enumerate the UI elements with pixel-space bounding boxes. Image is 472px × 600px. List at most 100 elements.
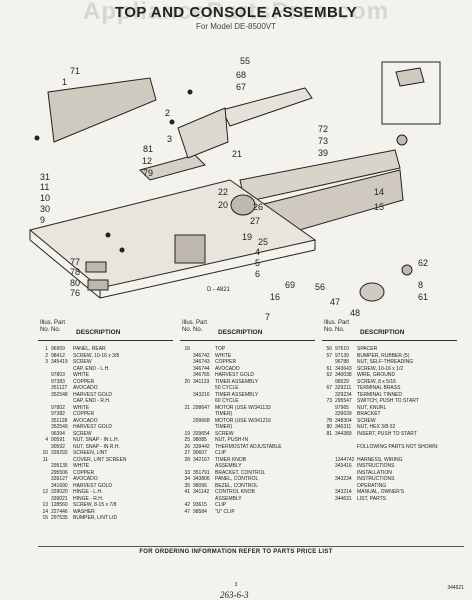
illus-number: 14 bbox=[42, 508, 48, 515]
part-description: SPACER bbox=[357, 346, 378, 352]
callout: 22 bbox=[218, 187, 228, 197]
part-description: NUT, PUSH-IN bbox=[215, 437, 249, 443]
part-number: 97965 bbox=[335, 404, 349, 411]
callout: 2 bbox=[165, 108, 170, 118]
part-number: 96529 bbox=[335, 378, 349, 385]
part-description: AVOCADO bbox=[73, 476, 98, 482]
part-description: COPPER bbox=[215, 359, 237, 365]
part-number: 343643 bbox=[335, 365, 352, 372]
callout: 15 bbox=[374, 202, 384, 212]
illus-number: 80 bbox=[326, 424, 332, 430]
illus-number: 67 bbox=[326, 385, 332, 391]
part-number: 97803 bbox=[51, 372, 65, 378]
part-description: LIST, PARTS bbox=[357, 495, 386, 502]
part-number: 341142 bbox=[193, 489, 210, 495]
part-description: BRACKET, CONTROL bbox=[215, 469, 266, 476]
part-number: 90607 bbox=[193, 450, 207, 456]
table-row: CAP, END - L.H. bbox=[38, 366, 180, 373]
part-description: NUT, SNAP - IN L.H. bbox=[73, 437, 120, 443]
illus-number: 61 bbox=[326, 365, 332, 372]
illus-number: 1 bbox=[45, 346, 48, 352]
table-row: OPERATING bbox=[322, 483, 464, 490]
part-description: INSERT, PUSH TO START bbox=[357, 430, 417, 437]
part-number: 97382 bbox=[51, 411, 65, 417]
callout: 10 bbox=[40, 193, 50, 203]
column-header: Illus. Part No. No. DESCRIPTION bbox=[38, 320, 180, 346]
column-header: Illus. Part No. No. DESCRIPTION bbox=[322, 320, 464, 346]
page-title: TOP AND CONSOLE ASSEMBLY bbox=[114, 4, 358, 21]
part-description: PANEL, CONTROL bbox=[215, 476, 259, 482]
part-number: 343216 bbox=[193, 391, 210, 398]
table-row: INSTALLATION bbox=[322, 470, 464, 477]
part-description: HARVEST GOLD bbox=[73, 424, 112, 430]
illus-number: 81 bbox=[326, 430, 332, 437]
callout: 25 bbox=[258, 237, 268, 247]
part-number: 346743 bbox=[193, 359, 210, 365]
part-number: 97139 bbox=[335, 352, 349, 359]
part-description: WHITE bbox=[73, 463, 90, 469]
illus-number: 21 bbox=[184, 404, 190, 411]
part-number: 96394 bbox=[51, 430, 65, 437]
model-subtitle: For Model DE-8500VT bbox=[195, 22, 277, 31]
table-row: 339127 AVOCADO bbox=[38, 476, 180, 483]
callout: 48 bbox=[350, 308, 360, 318]
part-number: 98584 bbox=[193, 508, 207, 515]
switch-part bbox=[396, 134, 408, 146]
part-description: THERMOSTAT ADJUSTABLE bbox=[215, 443, 282, 450]
table-row: FOLLOWING PARTS NOT SHOWN: bbox=[322, 444, 464, 451]
part-description: TIMER KNOB bbox=[215, 456, 247, 463]
illus-number: 13 bbox=[42, 502, 48, 508]
part-description: SCREW, 10-16 x 1/2 bbox=[357, 365, 404, 372]
callout: 80 bbox=[70, 278, 80, 288]
illus-number: 20 bbox=[184, 378, 190, 385]
sheet-number: 3 bbox=[234, 582, 238, 588]
callout: 62 bbox=[418, 258, 428, 268]
part-description: CLIP bbox=[215, 502, 227, 508]
part-number: 343806 bbox=[193, 476, 210, 482]
part-description: TIMER) bbox=[215, 424, 233, 430]
part-number: 299668 bbox=[193, 417, 210, 424]
part-description: NUT, HEX 3/8-32 bbox=[357, 424, 396, 430]
part-description: MANUAL, OWNER'S bbox=[357, 489, 405, 495]
ordering-notice: FOR ORDERING INFORMATION REFER TO PARTS … bbox=[139, 549, 333, 555]
callout: 6 bbox=[255, 269, 260, 279]
part-description: 60 CYCLE bbox=[215, 398, 239, 404]
table-row: CAP, END - R.H. bbox=[38, 398, 180, 405]
part-number: 128560 bbox=[51, 502, 68, 508]
illus-number: 78 bbox=[326, 417, 332, 424]
part-description: BUMPER, RUBBER (5) bbox=[357, 352, 410, 359]
part-description: NUT, KNURL bbox=[357, 404, 387, 411]
part-description: HARVEST GOLD bbox=[215, 372, 254, 378]
part-number: 97383 bbox=[51, 378, 65, 385]
part-description: COVER, LINT SCREEN bbox=[73, 456, 127, 463]
part-description: NUT, SELF-THREADING bbox=[357, 359, 414, 365]
part-number: 96788 bbox=[335, 359, 349, 365]
part-number: 351791 bbox=[193, 469, 210, 476]
part-number: 348304 bbox=[335, 417, 352, 424]
part-number: 351127 bbox=[51, 385, 68, 391]
part-description: SCREW, 8 x 5/16 bbox=[357, 378, 396, 385]
callout: 12 bbox=[142, 156, 152, 166]
callout: 8 bbox=[418, 280, 423, 290]
illus-number: 73 bbox=[326, 398, 332, 404]
illus-number: 47 bbox=[184, 508, 190, 515]
part-number: 339127 bbox=[51, 476, 68, 482]
